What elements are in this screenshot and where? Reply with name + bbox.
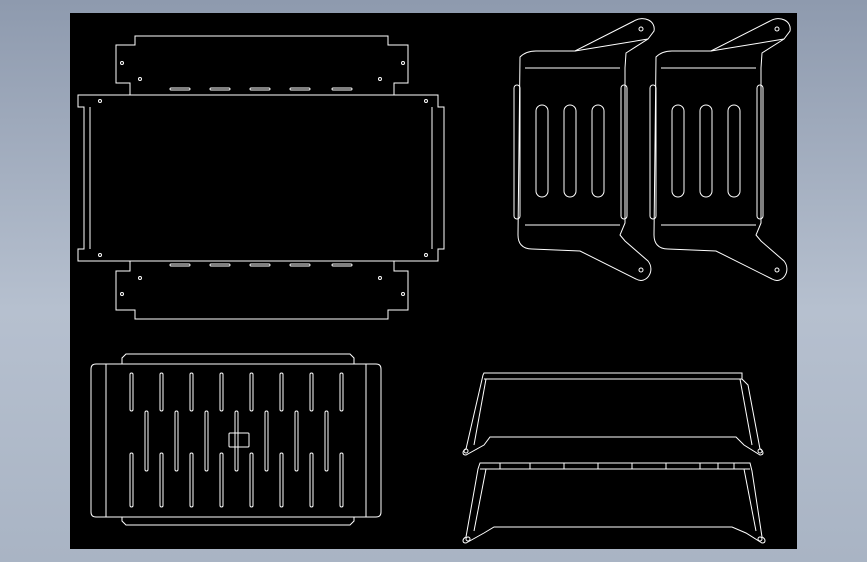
channel-top-hole-right (757, 448, 763, 454)
bracket-left-slots (535, 104, 605, 198)
channel-bottom-outline (462, 462, 766, 544)
channel-bottom-hole-right (757, 536, 763, 542)
cad-drawing-canvas (77, 18, 791, 544)
bracket-right-hole-bottom (774, 267, 780, 273)
channel-top-inner-left (473, 378, 487, 446)
tray-holes (98, 61, 428, 296)
bracket-right-slots (671, 104, 741, 198)
bracket-left-outline (517, 18, 655, 281)
bracket-right-fold-upper (710, 38, 785, 52)
channel-top-outline (462, 372, 764, 456)
bracket-left-flange-left (513, 84, 521, 220)
channel-bottom-hole-left (465, 536, 471, 542)
vented-cover-part[interactable] (90, 353, 382, 526)
bracket-left-flange-right (620, 84, 628, 220)
channel-view-top-part[interactable] (462, 372, 764, 456)
cover-vent-slots (129, 372, 344, 508)
bracket-right-outline (653, 18, 791, 281)
bracket-left-hole-bottom (638, 267, 644, 273)
channel-bottom-inner-left (473, 468, 487, 532)
bracket-right-flange-right (756, 84, 764, 220)
cover-outline (90, 353, 382, 526)
channel-top-hole-left (463, 448, 469, 454)
channel-top-inner-right (739, 378, 753, 446)
bracket-right-flange-left (649, 84, 657, 220)
channel-bottom-tabs (499, 463, 735, 469)
bracket-left-hole-top (638, 26, 644, 32)
channel-view-bottom-part[interactable] (462, 462, 766, 544)
tray-blank-part[interactable] (77, 35, 445, 320)
tray-top-slots (169, 87, 353, 91)
bracket-part-right[interactable] (649, 18, 791, 281)
channel-bottom-inner-right (743, 468, 757, 532)
cover-center-cutout (228, 432, 250, 448)
tray-blank-outline (77, 35, 445, 320)
cad-drawing-viewport[interactable] (70, 13, 797, 549)
bracket-part-left[interactable] (513, 18, 655, 281)
bracket-left-fold-upper (574, 38, 649, 52)
tray-bottom-slots (169, 263, 353, 267)
bracket-right-hole-top (774, 26, 780, 32)
